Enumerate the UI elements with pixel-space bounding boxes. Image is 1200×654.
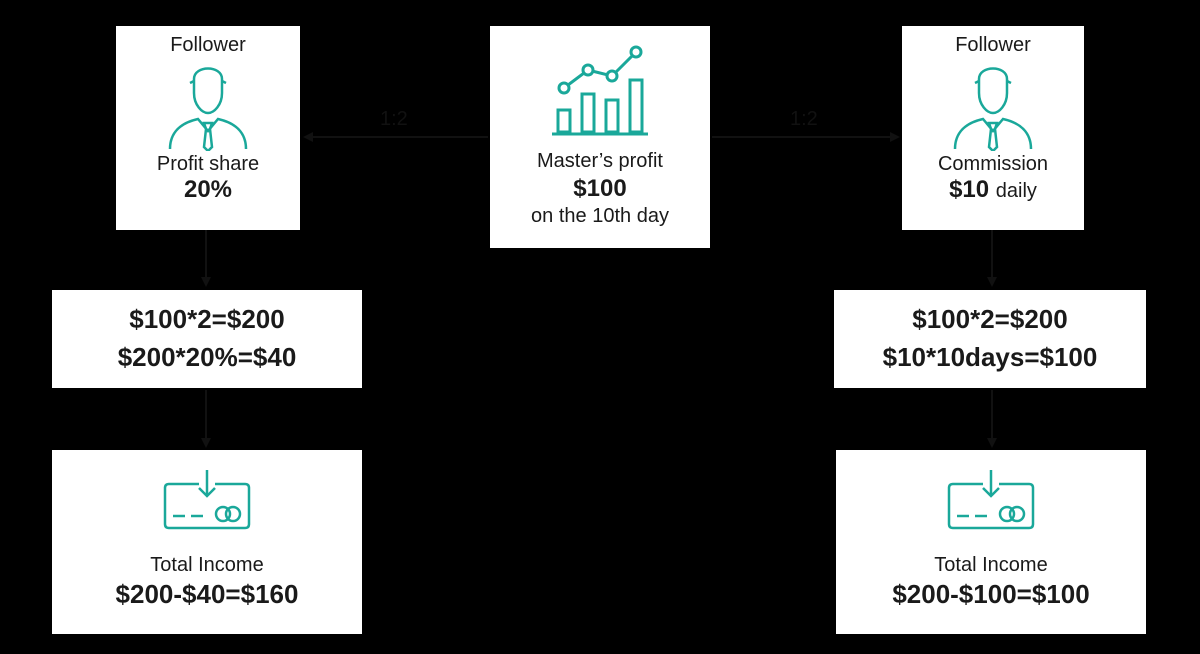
left-term-label: Profit share: [156, 153, 260, 175]
card-deposit-icon: [947, 470, 1035, 530]
left-follower-header: Follower: [170, 34, 246, 56]
growth-chart-icon: [552, 45, 648, 136]
left-calc-line2: $200*20%=$40: [117, 342, 297, 372]
right-calc-line1: $100*2=$200: [912, 304, 1068, 334]
businessman-icon: [953, 67, 1033, 151]
right-follower-box: Follower Commission $10 daily: [902, 26, 1084, 230]
master-subtitle: on the 10th day: [531, 205, 669, 227]
businessman-icon: [168, 67, 248, 151]
right-follower-header: Follower: [955, 34, 1031, 56]
left-follower-box: Follower Profit share 20%: [116, 26, 300, 230]
left-total-box: Total Income $200-$40=$160: [52, 450, 362, 634]
left-calc-line1: $100*2=$200: [129, 304, 285, 334]
left-total-value: $200-$40=$160: [115, 579, 299, 609]
card-deposit-icon: [163, 470, 251, 530]
right-term-value: $10: [949, 176, 990, 203]
right-total-box: Total Income $200-$100=$100: [836, 450, 1146, 634]
right-term-label: Commission: [937, 153, 1049, 175]
master-profit-box: Master’s profit $100 on the 10th day: [490, 26, 710, 248]
right-total-label: Total Income: [934, 554, 1048, 576]
left-calc-box: $100*2=$200 $200*20%=$40: [52, 290, 362, 388]
right-term-row: $10 daily: [902, 176, 1084, 204]
left-term-value: 20%: [183, 176, 233, 203]
right-calc-line2: $10*10days=$100: [882, 342, 1098, 372]
left-total-label: Total Income: [150, 554, 264, 576]
master-title: Master’s profit: [537, 150, 663, 172]
right-total-value: $200-$100=$100: [892, 579, 1090, 609]
right-term-suffix: daily: [995, 180, 1037, 202]
ratio-right-label: 1:2: [790, 108, 818, 130]
ratio-left-label: 1:2: [380, 108, 408, 130]
right-calc-box: $100*2=$200 $10*10days=$100: [834, 290, 1146, 388]
master-amount: $100: [573, 175, 627, 202]
